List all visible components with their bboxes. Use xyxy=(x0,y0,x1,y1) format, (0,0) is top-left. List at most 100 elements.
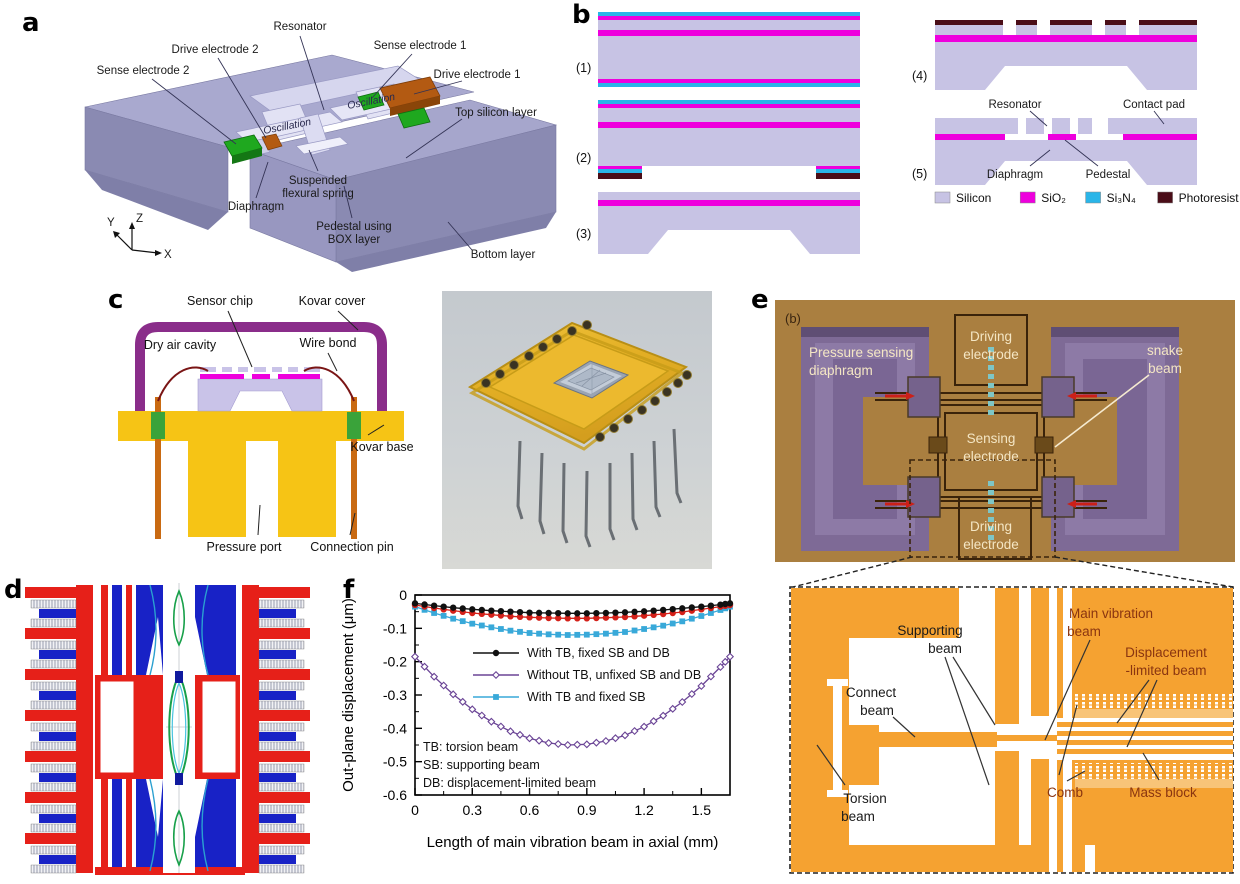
x-tick-label: 0.6 xyxy=(520,802,540,818)
fabrication-process: (1) (2) (3) xyxy=(576,12,1239,254)
bottom-layer-label: Bottom layer xyxy=(471,249,536,261)
panel-e: e (b) xyxy=(745,285,1240,879)
step4-label: (4) xyxy=(912,69,927,83)
drive-electrode-1-label: Drive electrode 1 xyxy=(434,69,521,81)
drive-electrode-1 xyxy=(379,76,441,116)
kovar-base-label: Kovar base xyxy=(350,440,413,454)
drive-electrode-2 xyxy=(261,133,283,151)
sense-electrode-2 xyxy=(223,134,263,164)
vibration-beams xyxy=(149,583,209,873)
chip-3d-schematic: Oscillation Oscillation Resonator Drive … xyxy=(84,21,558,272)
zoom-leaders xyxy=(816,639,1160,786)
supporting-beam-label2: beam xyxy=(928,641,962,656)
y-tick-label: -0.1 xyxy=(383,620,407,636)
driving-electrode-bottom-label2: electrode xyxy=(963,537,1019,552)
chart-xlabel: Length of main vibration beam in axial (… xyxy=(427,834,719,851)
panel-b: b (1) (2) xyxy=(560,0,1240,278)
corner-electrodes xyxy=(907,376,1075,518)
process-step-5: (5) Resonator Contact pad Diaphragm Pede… xyxy=(912,99,1197,185)
diaphragm-left xyxy=(801,327,929,551)
step1-label: (1) xyxy=(576,61,591,75)
connect-beam-label2: beam xyxy=(860,703,894,718)
comb-label: Comb xyxy=(1047,785,1083,800)
fem-simulation xyxy=(20,581,320,875)
pressure-diaphragm-label2: diaphragm xyxy=(809,363,873,378)
photo-chip xyxy=(552,360,630,399)
diaphragm-label: Diaphragm xyxy=(228,201,284,213)
wire-bonds xyxy=(157,366,355,402)
supporting-beam-label1: Supporting xyxy=(897,623,962,638)
suspended-spring-label2: flexural spring xyxy=(282,188,354,200)
package-schematic: Sensor chip Kovar cover Dry air cavity W… xyxy=(118,294,414,554)
b-pedestal-label: Pedestal xyxy=(1086,169,1131,181)
pressure-diaphragm-label1: Pressure sensing xyxy=(809,345,913,360)
comb-drive-right xyxy=(242,585,310,874)
photo-pin-heads xyxy=(481,320,692,442)
chart-legend-label: With TB and fixed SB xyxy=(527,690,646,704)
y-tick-label: -0.4 xyxy=(383,720,407,736)
connect-beam-label1: Connect xyxy=(846,685,897,700)
snake-beam-label1: snake xyxy=(1147,343,1183,358)
x-tick-label: 0 xyxy=(411,802,419,818)
panel-d-letter: d xyxy=(4,575,23,605)
snake-beam-leader xyxy=(1054,374,1150,448)
y-tick-label: -0.6 xyxy=(383,787,407,803)
sensing-electrode-label2: electrode xyxy=(963,449,1019,464)
step2-label: (2) xyxy=(576,151,591,165)
y-tick-label: 0 xyxy=(399,587,407,603)
legend-label: Silicon xyxy=(956,191,991,205)
process-step-1: (1) xyxy=(576,12,860,87)
electrodes xyxy=(223,76,441,164)
panel-b-letter: b xyxy=(572,0,591,30)
legend-swatch xyxy=(1157,191,1173,204)
torsion-beam-label1: Torsion xyxy=(843,791,887,806)
chart-legend-label: With TB, fixed SB and DB xyxy=(527,646,670,660)
x-tick-label: 1.5 xyxy=(692,802,712,818)
driving-electrode-top-label1: Driving xyxy=(970,329,1012,344)
x-tick-label: 1.2 xyxy=(634,802,654,818)
chart-annotation: SB: supporting beam xyxy=(423,758,540,772)
sensor-chip-crosssection xyxy=(197,367,323,412)
axis-z-label: Z xyxy=(136,213,143,225)
torsion-beam-label2: beam xyxy=(841,809,875,824)
kovar-cover-label: Kovar cover xyxy=(299,294,366,308)
micrograph-sub-label: (b) xyxy=(785,311,801,326)
snake-beam-label2: beam xyxy=(1148,361,1182,376)
b-resonator-label: Resonator xyxy=(988,99,1041,111)
zoom-beams xyxy=(981,722,1233,754)
legend-label: Si₃N₄ xyxy=(1107,191,1136,205)
chart-legend-item: With TB, fixed SB and DB xyxy=(473,646,670,660)
displacement-limited-label2: -limited beam xyxy=(1125,663,1206,678)
driving-electrode-bottom-label1: Driving xyxy=(970,519,1012,534)
panel-d: d xyxy=(0,575,335,879)
sense-electrode-2-label: Sense electrode 2 xyxy=(97,65,190,77)
process-step-3: (3) xyxy=(576,192,860,254)
axis-triad xyxy=(113,222,162,256)
micrograph-top: (b) xyxy=(775,300,1235,562)
glass-seals xyxy=(151,412,361,439)
panel-e-letter: e xyxy=(751,285,769,315)
chart-legend-item: With TB and fixed SB xyxy=(473,690,646,704)
step2-bottom-strips xyxy=(598,166,860,179)
y-tick-label: -0.3 xyxy=(383,687,407,703)
zoom-connector-lines xyxy=(792,556,1234,588)
mass-block-label: Mass block xyxy=(1129,785,1197,800)
panel-f-letter: f xyxy=(343,575,355,605)
panel-a: a xyxy=(0,0,560,278)
driving-electrode-top-label2: electrode xyxy=(963,347,1019,362)
b-contact-pad-label: Contact pad xyxy=(1123,99,1185,111)
connection-pin-label: Connection pin xyxy=(310,540,393,554)
sense-electrode-1b xyxy=(397,107,431,129)
x-tick-label: 0.9 xyxy=(577,802,597,818)
displacement-limited-label1: Displacement xyxy=(1125,645,1207,660)
chart-ylabel: Out-plane displacement (μm) xyxy=(340,598,357,792)
step5-label: (5) xyxy=(912,167,927,181)
chart-annotation: TB: torsion beam xyxy=(423,740,518,754)
bottom-layer-slab xyxy=(248,99,558,272)
panel-c: c Sensor c xyxy=(100,283,745,575)
chart-series xyxy=(411,600,734,617)
sensing-electrode-pads xyxy=(928,436,1054,454)
pressure-port-label: Pressure port xyxy=(206,540,282,554)
